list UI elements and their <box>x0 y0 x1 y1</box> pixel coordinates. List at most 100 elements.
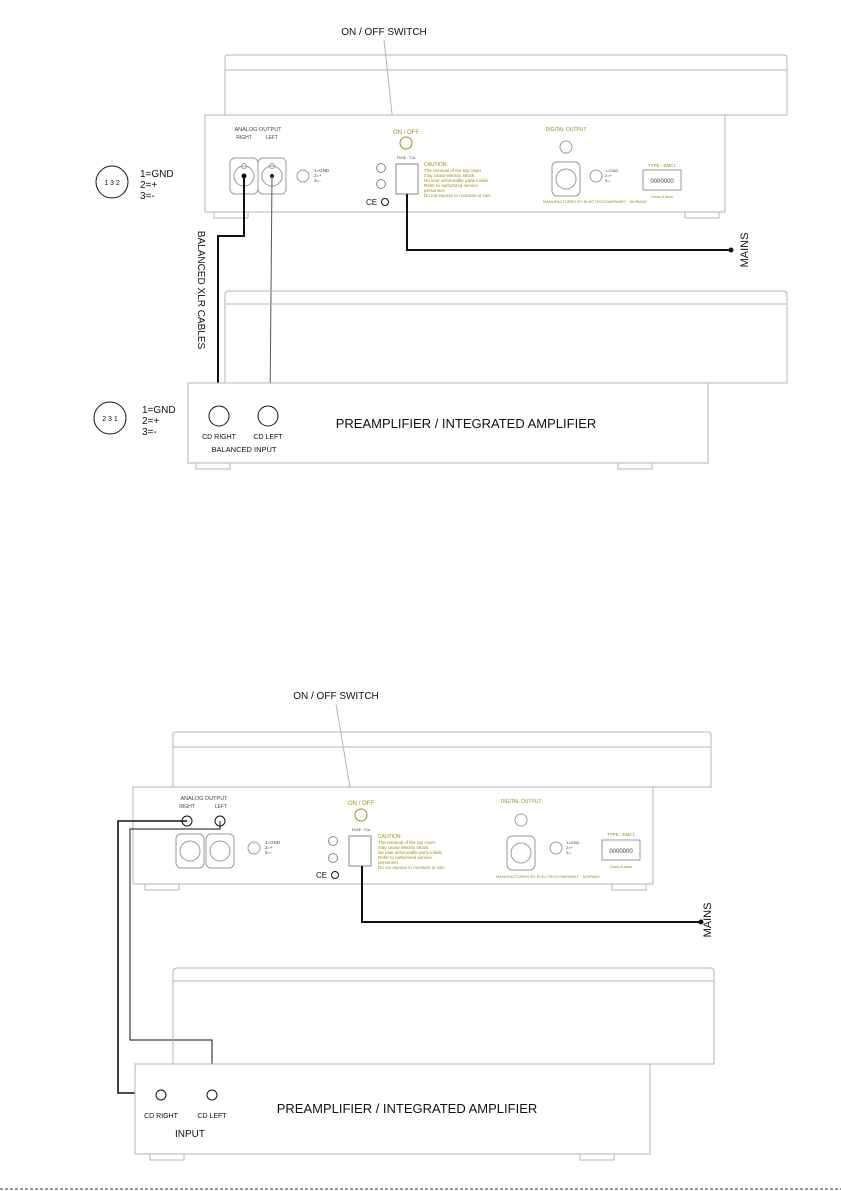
ground-terminal-icon <box>328 836 338 846</box>
rca-input-left <box>206 1089 218 1101</box>
mains-socket <box>348 835 372 867</box>
cd-player-top <box>172 731 712 788</box>
xlr-digital-output <box>506 835 536 871</box>
cd-left-label: CD LEFT <box>197 1113 227 1120</box>
rca-cable-left <box>129 821 221 1090</box>
ground-terminal-icon <box>376 163 386 173</box>
type-label: TYPE : EMC1 <box>648 163 677 168</box>
serial-plate <box>642 169 682 191</box>
screw-icon <box>328 853 338 863</box>
panel-pin-minus: 3=- <box>605 178 612 183</box>
no-disposal-icon <box>381 198 389 206</box>
balanced-cable-left <box>266 175 275 412</box>
mains-cable <box>361 866 700 923</box>
left-label: LEFT <box>215 804 227 810</box>
cd-player-top <box>224 54 788 116</box>
digital-output-label: DIGITAL OUTPUT <box>501 799 542 805</box>
amplifier-title: PREAMPLIFIER / INTEGRATED AMPLIFIER <box>336 416 597 431</box>
serial-plate <box>601 839 641 861</box>
cd-player-foot-right <box>611 883 647 891</box>
caution-line: Do not expose to moisture or rain. <box>378 865 446 870</box>
caution-title: CAUTION: <box>424 162 448 168</box>
ce-mark: CE <box>316 871 327 880</box>
pin-diagram-icon <box>247 841 261 855</box>
amplifier-foot-left <box>149 1153 185 1161</box>
caution-title: CAUTION: <box>378 834 402 840</box>
caution-line: Refer to authorized service <box>378 855 432 860</box>
mains-plug-dot <box>698 919 704 925</box>
coax-output-icon <box>559 140 573 154</box>
cd-right-label: CD RIGHT <box>144 1113 179 1120</box>
xlr-output-pin-order: 1 3 2 <box>104 180 120 187</box>
caution-line: No user serviceable parts inside. <box>378 850 443 855</box>
mains-label: MAINS <box>739 233 751 268</box>
serial-number: 0000000 <box>650 179 674 185</box>
on-off-panel-label: ON / OFF <box>393 130 419 136</box>
fuse-label: FUSE : T1A <box>352 828 371 832</box>
caution-line: The removal of the top cover <box>424 168 482 173</box>
balanced-cables-label: BALANCED XLR CABLES <box>195 231 206 350</box>
ce-mark: CE <box>366 198 377 207</box>
cd-player-back-panel <box>204 114 726 213</box>
xlr-input-pin-order: 2 3 1 <box>102 416 118 423</box>
analog-output-label: ANALOG OUTPUT <box>234 127 282 133</box>
legend-minus: 3=- <box>142 427 157 438</box>
caution-line: Refer to authorized service <box>424 183 478 188</box>
panel-pin-minus: 3=- <box>265 850 272 855</box>
xlr-digital-output <box>551 161 581 197</box>
digital-output-label: DIGITAL OUTPUT <box>546 127 587 133</box>
cd-player-foot-left <box>213 211 249 219</box>
diagram-1-balanced: ON / OFF SWITCH ANALOG OUTPUT RIGHT LEFT… <box>93 27 788 470</box>
amplifier-foot-right <box>617 462 653 470</box>
balanced-input-label: BALANCED INPUT <box>211 445 276 454</box>
xlr-output-right <box>175 833 205 869</box>
panel-pin-gnd: 1=GND <box>314 168 330 173</box>
xlr-input-right <box>208 405 230 427</box>
panel-pin-plus: 2=+ <box>265 845 273 850</box>
caution-line: may cause electric shock. <box>424 173 476 178</box>
on-off-switch-label: ON / OFF SWITCH <box>341 27 427 38</box>
power-switch-icon <box>354 808 368 822</box>
pin-diagram-icon <box>589 169 603 183</box>
manufacturer-label: MANUFACTURED BY ELECTROCOMPANIET · NORWA… <box>543 199 647 204</box>
panel-pin-gnd: 1=GND <box>566 840 580 845</box>
amplifier-foot-left <box>195 462 231 470</box>
class-label: Class A laser <box>650 194 674 199</box>
xlr-male-pinout-icon <box>95 165 129 199</box>
panel-pin-plus: 2=+ <box>566 845 574 850</box>
xlr-female-pinout-icon <box>93 401 127 435</box>
legend-plus: 2=+ <box>142 416 159 427</box>
manufacturer-label: MANUFACTURED BY ELECTROCOMPANIET · NORWA… <box>496 874 600 879</box>
analog-output-label: ANALOG OUTPUT <box>180 796 228 802</box>
amplifier-title: PREAMPLIFIER / INTEGRATED AMPLIFIER <box>277 1101 538 1116</box>
cd-right-label: CD RIGHT <box>202 434 237 441</box>
caution-line: personnel. <box>424 188 445 193</box>
xlr-output-left <box>205 833 235 869</box>
on-off-panel-label: ON / OFF <box>348 801 374 807</box>
cd-left-label: CD LEFT <box>253 434 283 441</box>
fuse-label: FUSE : T1A <box>397 156 416 160</box>
mains-plug-dot <box>728 247 734 253</box>
rca-input-right <box>155 1089 167 1101</box>
panel-pin-plus: 2=+ <box>605 173 613 178</box>
legend-gnd: 1=GND <box>142 405 176 416</box>
screw-icon <box>376 179 386 189</box>
caution-line: Do not expose to moisture or rain. <box>424 193 492 198</box>
legend-minus: 3=- <box>140 191 155 202</box>
legend-gnd: 1=GND <box>140 169 174 180</box>
caution-line: may cause electric shock. <box>378 845 430 850</box>
caution-line: personnel. <box>378 860 399 865</box>
panel-pin-minus: 3=- <box>566 850 573 855</box>
class-label: Class A laser <box>609 864 633 869</box>
panel-pin-minus: 3=- <box>314 178 321 183</box>
no-disposal-icon <box>331 871 339 879</box>
serial-number: 0000000 <box>609 849 633 855</box>
mains-cable <box>406 194 730 251</box>
caution-line: No user serviceable parts inside. <box>424 178 489 183</box>
diagram-2-unbalanced: ON / OFF SWITCH ANALOG OUTPUT RIGHT LEFT… <box>117 691 715 1161</box>
right-label: RIGHT <box>236 135 252 141</box>
right-label: RIGHT <box>179 804 195 810</box>
left-label: LEFT <box>266 135 278 141</box>
panel-pin-plus: 2=+ <box>314 173 322 178</box>
